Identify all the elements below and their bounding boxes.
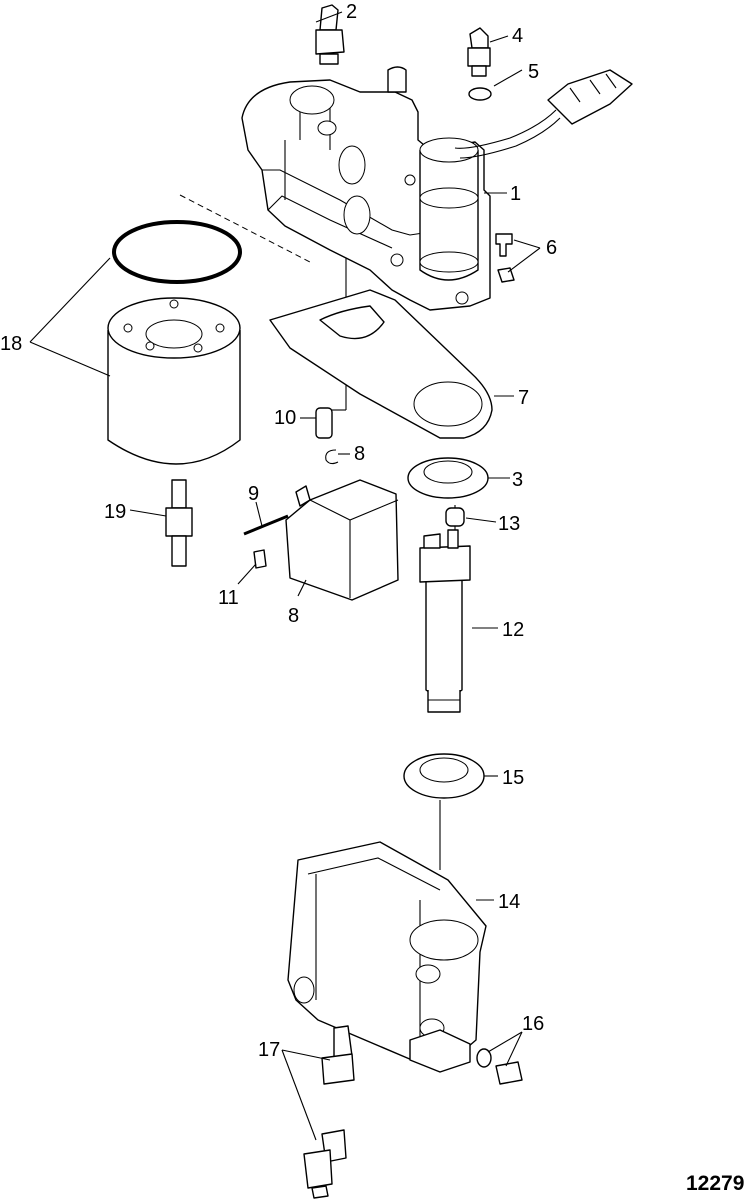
seal-15 bbox=[403, 753, 485, 799]
elbow-fittings-17 bbox=[303, 1025, 355, 1199]
pump-bracket-8 bbox=[285, 479, 399, 601]
clip-8 bbox=[325, 449, 339, 465]
callout-19: 19 bbox=[104, 501, 126, 523]
figure-reference-number: 12279 bbox=[686, 1172, 744, 1195]
callout-14: 14 bbox=[498, 891, 520, 913]
fuel-filter-18 bbox=[107, 220, 242, 465]
hose-fitting-4 bbox=[467, 27, 491, 77]
callout-3: 3 bbox=[512, 469, 523, 491]
fuel-cooler-housing bbox=[241, 66, 491, 311]
callout-2: 2 bbox=[346, 1, 357, 23]
grommet-13 bbox=[445, 507, 465, 527]
pin-10 bbox=[315, 407, 333, 439]
callout-9: 9 bbox=[248, 483, 259, 505]
wire-harness bbox=[454, 69, 633, 159]
leader-lines bbox=[29, 11, 541, 1141]
callout-12: 12 bbox=[502, 619, 524, 641]
callout-15: 15 bbox=[502, 767, 524, 789]
rod-9 bbox=[243, 514, 289, 536]
callout-16: 16 bbox=[522, 1013, 544, 1035]
gasket-7-port bbox=[413, 381, 483, 427]
screw-11 bbox=[253, 549, 267, 569]
callout-17: 17 bbox=[258, 1039, 280, 1061]
hose-fitting-2 bbox=[315, 4, 345, 65]
callout-10: 10 bbox=[274, 407, 296, 429]
callout-8b: 8 bbox=[288, 605, 299, 627]
drain-plug-16 bbox=[476, 1048, 523, 1085]
callout-1: 1 bbox=[510, 183, 521, 205]
lower-housing-14 bbox=[287, 841, 487, 1073]
electric-fuel-pump-12 bbox=[419, 529, 471, 713]
callout-5: 5 bbox=[528, 61, 539, 83]
callout-13: 13 bbox=[498, 513, 520, 535]
callout-7: 7 bbox=[518, 387, 529, 409]
screws-6 bbox=[495, 233, 515, 283]
callout-6: 6 bbox=[546, 237, 557, 259]
callout-11: 11 bbox=[218, 587, 239, 609]
callout-18: 18 bbox=[0, 333, 22, 355]
callout-4: 4 bbox=[512, 25, 523, 47]
sensor-19 bbox=[165, 479, 193, 567]
seal-3 bbox=[407, 457, 489, 499]
o-ring-5 bbox=[468, 87, 492, 101]
callout-8a: 8 bbox=[354, 443, 365, 465]
